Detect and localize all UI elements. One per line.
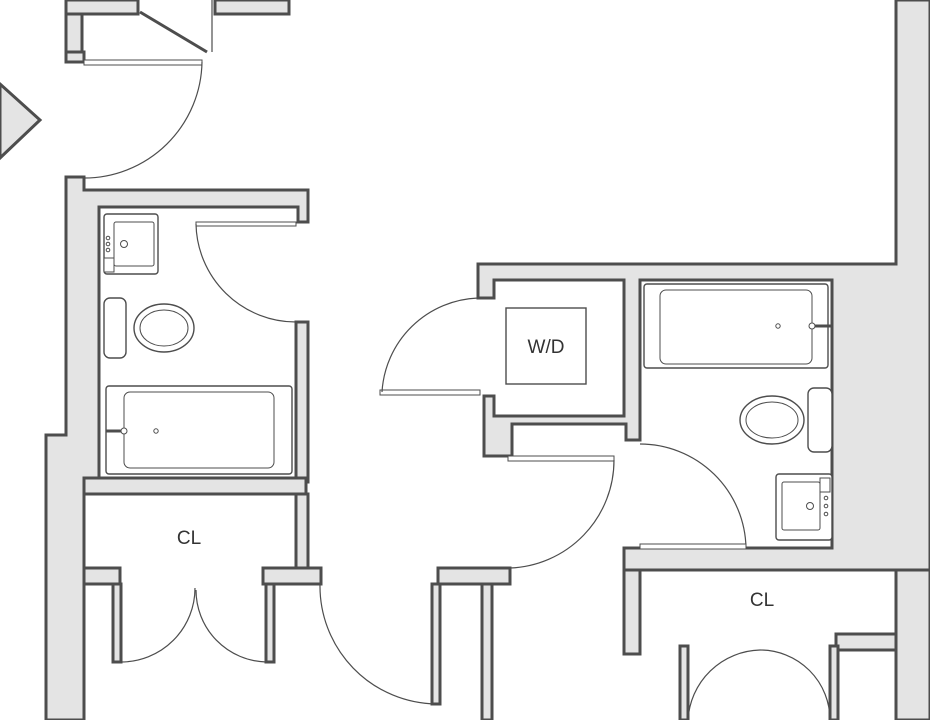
closet-left-label: CL bbox=[177, 528, 201, 549]
door-bath-right-leaf bbox=[507, 455, 615, 462]
bathtub-right-inner bbox=[659, 289, 813, 365]
door-closet-right-swing-b bbox=[759, 649, 831, 720]
washer-dryer: W/D bbox=[505, 307, 587, 385]
sink-left-basin bbox=[113, 221, 155, 267]
wall-left-exterior bbox=[44, 175, 310, 720]
right-bath-fixtures bbox=[643, 283, 833, 541]
door-closet-left-swing-a bbox=[120, 587, 196, 663]
wall-closet-left-stub-b bbox=[261, 566, 323, 586]
sink-right-tap-1 bbox=[823, 495, 829, 501]
bathtub-right-spout bbox=[808, 322, 816, 330]
wall-corridor-jamb-a bbox=[430, 582, 442, 706]
doors bbox=[0, 0, 831, 720]
wall-closet-right-jamb-a bbox=[678, 644, 690, 720]
wall-top-left-horizontal bbox=[64, 0, 140, 16]
sink-right-basin bbox=[781, 481, 821, 531]
washer-dryer-label: W/D bbox=[528, 337, 565, 358]
bathtub-left-spout bbox=[120, 427, 128, 435]
door-entry-swing bbox=[83, 61, 203, 179]
door-entry-leaf bbox=[83, 59, 203, 66]
toilet-right-seat bbox=[745, 401, 799, 439]
door-closet-right-swing-a bbox=[687, 649, 761, 720]
wall-closet-left-right bbox=[294, 492, 310, 572]
sink-right-tap-3 bbox=[823, 511, 829, 517]
toilet-left-seat bbox=[139, 309, 189, 347]
door-bath-left-leaf bbox=[195, 221, 297, 227]
sink-left-handle bbox=[103, 257, 115, 273]
wall-corridor-jamb-b bbox=[480, 582, 494, 720]
wall-bath-bottom bbox=[82, 476, 308, 496]
door-laundry-leaf bbox=[379, 389, 481, 396]
sink-left-tap-1 bbox=[105, 235, 111, 241]
sink-right-drain bbox=[806, 502, 814, 510]
wall-closet-left-jamb-a bbox=[111, 582, 123, 664]
sink-left-tap-2 bbox=[105, 241, 111, 247]
sink-right-tap-2 bbox=[823, 503, 829, 509]
bathtub-left-inner bbox=[123, 391, 275, 469]
wall-top-middle-stub bbox=[213, 0, 291, 16]
wall-closet-right-left bbox=[622, 568, 642, 656]
wall-closet-right-jamb-b bbox=[828, 644, 840, 720]
sink-left-tap-3 bbox=[105, 247, 111, 253]
door-bath-left-swing bbox=[195, 223, 297, 323]
entry-arrow-marker bbox=[0, 81, 43, 161]
wall-corridor-stub-left bbox=[436, 566, 512, 586]
toilet-right-tank bbox=[807, 387, 833, 453]
door-bath-right-leaf-2 bbox=[639, 543, 747, 550]
wall-right-lower bbox=[894, 568, 930, 720]
door-bath-right-swing-2 bbox=[639, 443, 747, 549]
door-top-left-leaf bbox=[139, 10, 208, 54]
left-bath-fixtures bbox=[103, 213, 293, 475]
closet-right-label: CL bbox=[750, 590, 774, 611]
wall-bath-right bbox=[294, 320, 310, 484]
wall-closet-left-jamb-b bbox=[264, 582, 276, 664]
door-laundry-swing bbox=[381, 297, 479, 393]
door-closet-left-swing-b bbox=[195, 589, 267, 663]
wall-closet-left-stub-a bbox=[82, 566, 122, 586]
door-bath-right-swing bbox=[509, 459, 615, 569]
door-corridor-swing bbox=[319, 583, 437, 705]
wall-top-left-base bbox=[64, 50, 86, 64]
sink-left-drain bbox=[120, 240, 128, 248]
sink-right-handle bbox=[819, 477, 831, 493]
washer-dryer-box bbox=[505, 307, 587, 385]
toilet-left-tank bbox=[103, 297, 127, 359]
bathtub-right-drain bbox=[775, 323, 781, 329]
bathtub-left-drain bbox=[153, 428, 159, 434]
walls bbox=[44, 0, 930, 720]
